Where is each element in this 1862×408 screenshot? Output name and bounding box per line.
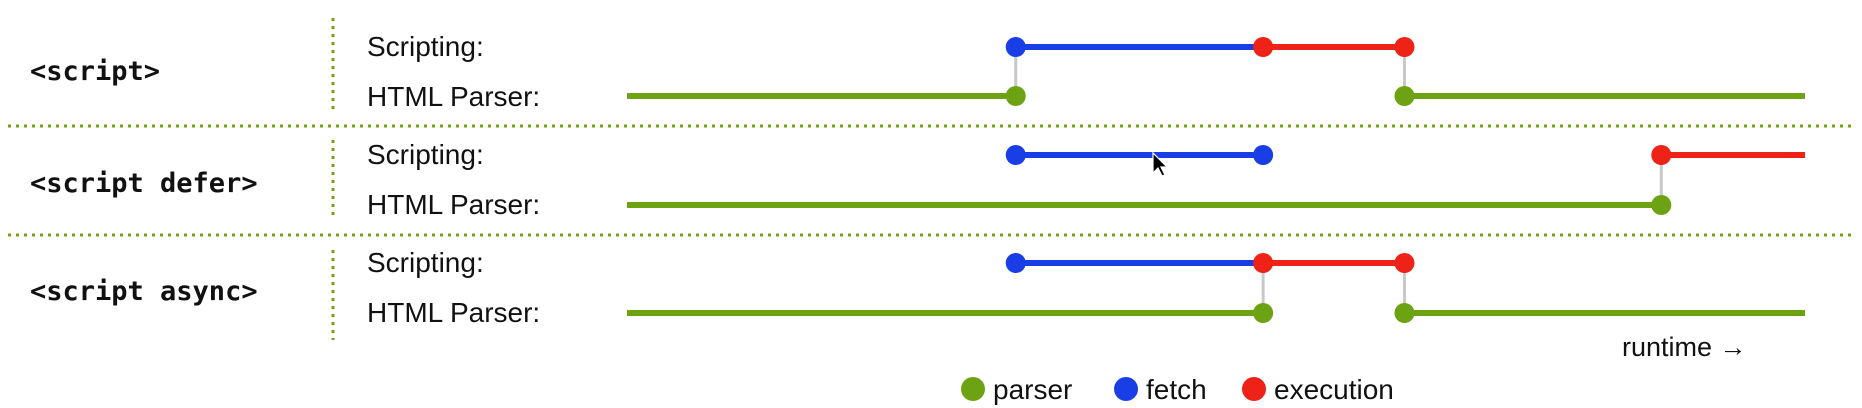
execution-dot	[1253, 37, 1274, 57]
legend-execution-label: execution	[1274, 374, 1394, 405]
scripting-label: Scripting:	[367, 247, 484, 278]
execution-dot	[1651, 145, 1672, 165]
parser-dot	[1253, 303, 1274, 323]
timelines	[627, 37, 1805, 323]
fetch-dot	[1253, 145, 1274, 165]
legend-fetch-label: fetch	[1146, 374, 1207, 405]
fetch-dot	[1005, 253, 1026, 273]
scripting-label: Scripting:	[367, 139, 484, 170]
execution-dot	[1253, 253, 1274, 273]
parser-dot	[1651, 195, 1672, 215]
legend: parser fetch execution	[961, 374, 1394, 405]
parser-dot	[1394, 86, 1415, 106]
mouse-pointer-icon	[1152, 151, 1169, 177]
legend-execution-swatch	[1242, 377, 1266, 401]
legend-parser-swatch	[961, 377, 985, 401]
scripting-label: Scripting:	[367, 31, 484, 62]
fetch-dot	[1005, 145, 1026, 165]
parser-dot	[1005, 86, 1026, 106]
legend-fetch-swatch	[1114, 377, 1138, 401]
tag-script-async: <script async>	[30, 276, 258, 307]
parser-dot	[1394, 303, 1415, 323]
fetch-dot	[1005, 37, 1026, 57]
runtime-label: runtime →	[1622, 332, 1747, 362]
parser-label: HTML Parser:	[367, 297, 540, 328]
tag-script-defer: <script defer>	[30, 168, 258, 199]
execution-dot	[1394, 253, 1415, 273]
execution-dot	[1394, 37, 1415, 57]
legend-parser-label: parser	[993, 374, 1072, 405]
tag-script: <script>	[30, 56, 160, 87]
parser-label: HTML Parser:	[367, 189, 540, 220]
parser-label: HTML Parser:	[367, 81, 540, 112]
